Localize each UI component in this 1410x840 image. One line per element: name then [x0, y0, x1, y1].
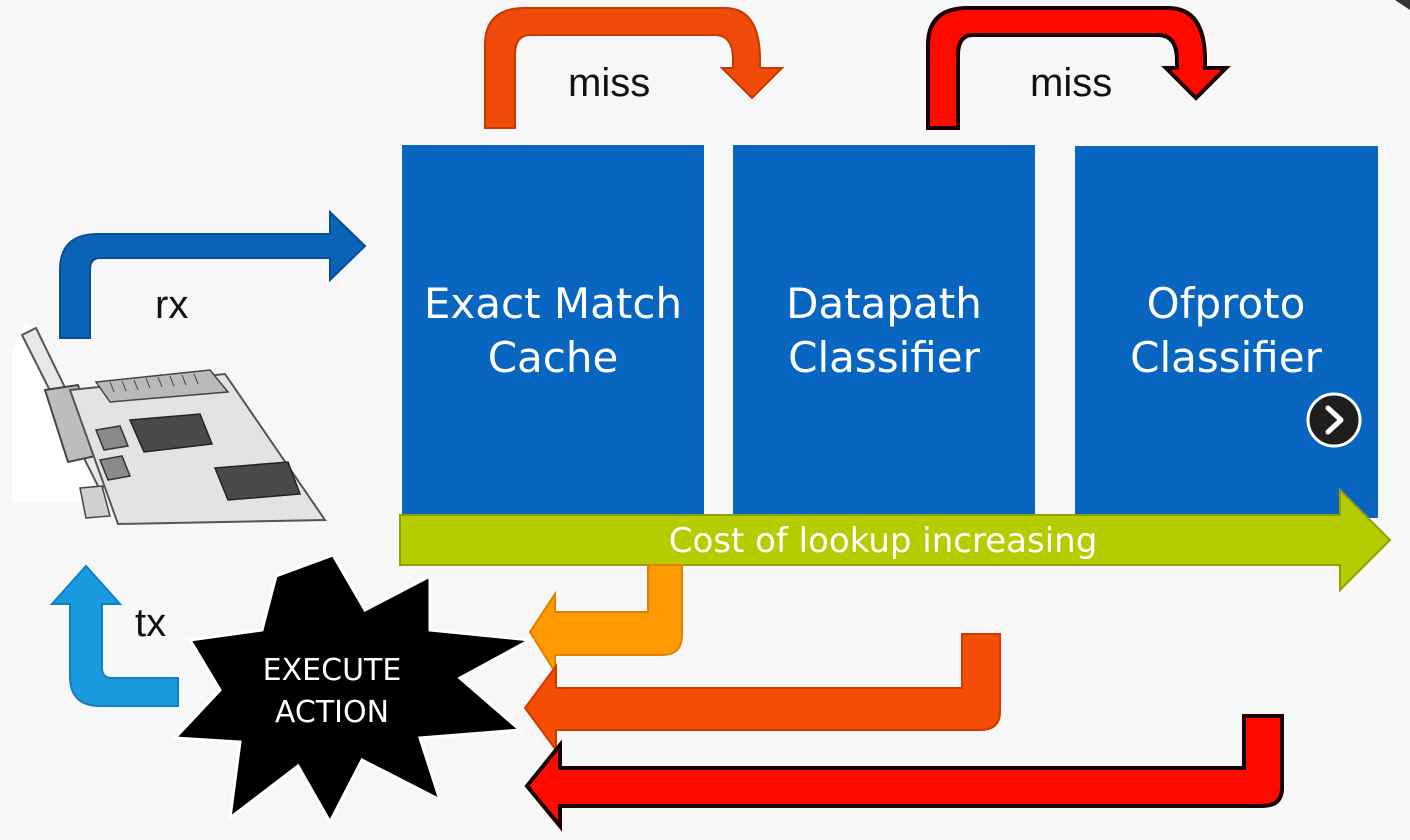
rx-label: rx — [155, 283, 188, 327]
miss-arrow-datapath-to-ofproto — [926, 6, 1231, 130]
miss-arrow-emc-to-datapath — [484, 7, 785, 129]
dpcls-block-line2: Classifier — [788, 333, 980, 382]
emc-block-line2: Cache — [488, 333, 619, 382]
miss-label-1: miss — [568, 61, 650, 105]
execute-action-burst: EXECUTE ACTION — [171, 553, 535, 826]
ofproto-classifier-block — [1075, 146, 1378, 518]
return-arrow-from-emc — [528, 564, 683, 676]
return-arrow-from-ofproto — [524, 714, 1284, 832]
exact-match-cache-block — [402, 145, 704, 517]
network-interface-card-icon — [12, 320, 327, 526]
miss-label-2: miss — [1030, 61, 1112, 105]
ofproto-block-line2: Classifier — [1130, 333, 1322, 382]
corner-fragment — [1395, 0, 1410, 10]
return-arrow-from-datapath — [523, 633, 1001, 754]
tx-label: tx — [135, 601, 166, 645]
emc-block-line1: Exact Match — [424, 279, 682, 328]
ofproto-block-line1: Ofproto — [1147, 279, 1306, 328]
next-slide-button[interactable] — [1306, 392, 1362, 448]
datapath-classifier-block — [733, 145, 1035, 517]
execute-action-line1: EXECUTE — [263, 653, 402, 688]
cost-of-lookup-label: Cost of lookup increasing — [669, 521, 1098, 561]
chevron-right-icon — [1325, 405, 1344, 435]
tx-arrow — [49, 564, 179, 707]
dpcls-block-line1: Datapath — [786, 279, 982, 328]
execute-action-line2: ACTION — [275, 695, 389, 730]
rx-arrow — [59, 209, 367, 339]
